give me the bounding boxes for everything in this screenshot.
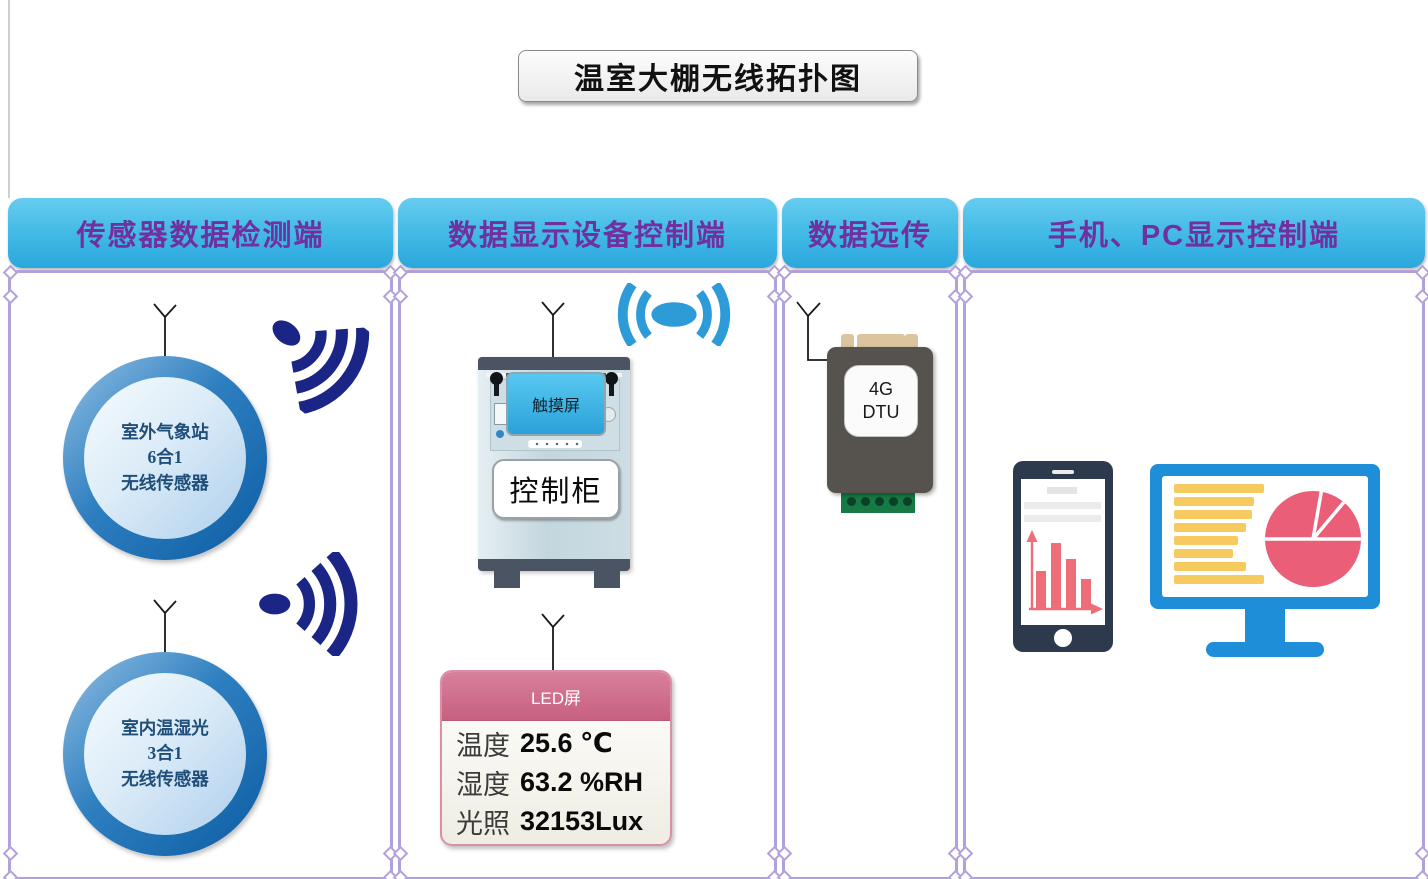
phone-home-button — [1054, 629, 1072, 647]
pie-chart-icon — [1265, 491, 1361, 587]
dtu-terminal-hole — [875, 497, 884, 506]
cabinet-label: 控制柜 — [492, 459, 620, 519]
monitor-text-line — [1174, 510, 1252, 519]
phone-speaker — [1052, 470, 1074, 474]
outdoor-sensor-node: 室外气象站 6合1 无线传感器 — [63, 356, 267, 560]
column-header-sensor-detection: 传感器数据检测端 — [8, 198, 393, 268]
monitor-icon — [1150, 464, 1380, 609]
cabinet-top-bar — [478, 357, 630, 370]
led-row-humidity: 湿度 63.2 %RH — [456, 767, 644, 800]
monitor-screen — [1162, 476, 1368, 597]
led-row-temperature: 温度 25.6 ℃ — [456, 728, 613, 761]
cabinet-indicator-light — [496, 430, 504, 438]
monitor-text-line — [1174, 484, 1264, 493]
led-screen-title: LED屏 — [442, 672, 670, 721]
dtu-terminal-hole — [889, 497, 898, 506]
column-header-display-control: 数据显示设备控制端 — [398, 198, 777, 268]
wifi-signal-icon — [272, 320, 370, 415]
column-frame-remote-transmission — [776, 264, 964, 879]
monitor-text-line — [1174, 575, 1264, 584]
phone-screen — [1021, 479, 1105, 625]
monitor-text-line — [1174, 562, 1246, 571]
led-screen-panel: LED屏 温度 25.6 ℃ 湿度 63.2 %RH 光照 32153Lux — [440, 670, 672, 846]
dtu-device: 4G DTU — [827, 347, 933, 493]
antenna-icon — [541, 613, 565, 670]
slide-edge-line — [8, 0, 10, 198]
antenna-icon — [153, 303, 177, 358]
monitor-text-line — [1174, 497, 1254, 506]
phone-title-bar — [1047, 487, 1077, 494]
column-frame-phone-pc — [957, 264, 1428, 879]
led-row-light: 光照 32153Lux — [456, 806, 644, 839]
led-readings: 温度 25.6 ℃ 湿度 63.2 %RH 光照 32153Lux — [442, 721, 670, 841]
bar-chart-icon — [1026, 530, 1103, 615]
monitor-stand — [1245, 609, 1285, 645]
dtu-label: 4G DTU — [844, 365, 918, 437]
broadcast-icon — [617, 283, 731, 346]
indoor-sensor-node: 室内温湿光 3合1 无线传感器 — [63, 652, 267, 856]
cabinet-foot-left — [494, 571, 520, 588]
monitor-text-line — [1174, 523, 1246, 532]
column-header-remote-transmission: 数据远传 — [782, 198, 958, 268]
column-header-phone-pc: 手机、PC显示控制端 — [963, 198, 1425, 268]
outdoor-sensor-label: 室外气象站 6合1 无线传感器 — [84, 377, 246, 539]
phone-text-line — [1024, 515, 1101, 522]
monitor-text-line — [1174, 536, 1238, 545]
dtu-terminal-hole — [861, 497, 870, 506]
cabinet-bottom-bar — [478, 559, 630, 571]
page-title: 温室大棚无线拓扑图 — [518, 50, 918, 102]
antenna-icon — [541, 301, 565, 358]
cabinet-button-strip — [528, 440, 582, 448]
phone-icon — [1013, 461, 1113, 652]
monitor-text-line — [1174, 549, 1233, 558]
column-frame-display-control — [392, 264, 783, 879]
cabinet-knob-right — [605, 372, 618, 396]
cabinet-knob-left — [490, 372, 503, 396]
wifi-signal-icon — [259, 552, 358, 656]
antenna-icon — [153, 599, 177, 654]
column-frame-sensor-detection — [2, 264, 399, 879]
touch-screen: 触摸屏 — [506, 372, 606, 436]
dtu-terminal-hole — [847, 497, 856, 506]
cabinet-foot-right — [594, 571, 620, 588]
control-cabinet: 触摸屏 控制柜 — [478, 357, 630, 571]
dtu-terminal-hole — [903, 497, 912, 506]
phone-text-line — [1024, 502, 1101, 509]
monitor-base — [1206, 642, 1324, 657]
indoor-sensor-label: 室内温湿光 3合1 无线传感器 — [84, 673, 246, 835]
